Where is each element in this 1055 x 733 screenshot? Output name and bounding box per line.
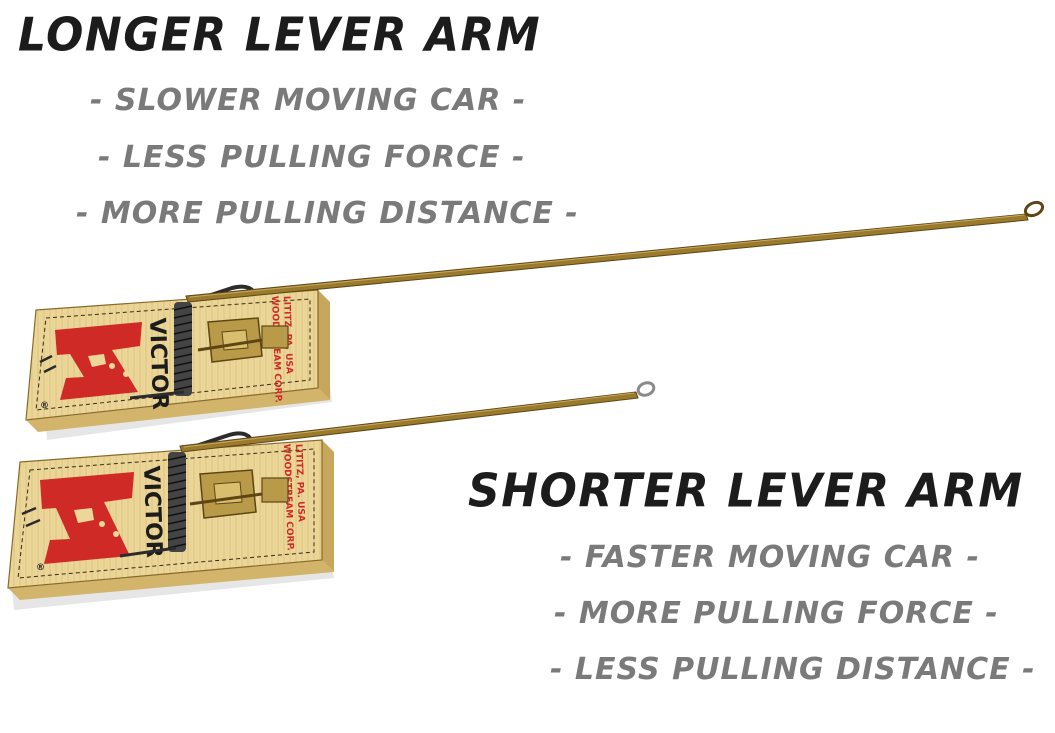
lower-snap-bar	[189, 431, 252, 450]
lower-brand-text: VICTOR	[138, 465, 166, 558]
lower-trap-end-face	[322, 440, 334, 572]
upper-hold-bar	[197, 338, 263, 352]
short-lever-highlight	[183, 392, 635, 448]
upper-registered-mark: ®	[40, 401, 49, 411]
longer-arm-point-speed: - SLOWER MOVING CAR -	[90, 83, 527, 118]
upper-mousetrap: VICTOR ® WOODSTREAM CORP. LITITZ, PA. US…	[25, 284, 332, 440]
lower-trap-border	[17, 448, 315, 579]
long-lever-eyelet	[1023, 200, 1045, 218]
lower-registered-mark: ®	[36, 563, 45, 573]
upper-spring-coils	[173, 305, 193, 391]
upper-trap-side-face	[26, 388, 330, 432]
long-lever-highlight	[189, 214, 1025, 298]
upper-logo-notch	[88, 354, 106, 367]
lower-catch-plate	[261, 477, 289, 503]
upper-trap-border	[35, 298, 311, 411]
longer-arm-point-force: - LESS PULLING FORCE -	[98, 140, 526, 175]
long-lever-arm	[185, 200, 1045, 303]
lower-logo-notch	[74, 508, 94, 523]
upper-catch-plate	[261, 325, 289, 349]
longer-arm-point-distance: - MORE PULLING DISTANCE -	[76, 196, 579, 231]
upper-logo-eye	[109, 363, 115, 369]
longer-arm-title: LONGER LEVER ARM	[18, 8, 542, 63]
upper-staple	[39, 354, 57, 374]
shorter-arm-title: SHORTER LEVER ARM	[468, 464, 1024, 519]
shorter-arm-point-force: - MORE PULLING FORCE -	[554, 596, 999, 631]
lower-staple	[21, 506, 41, 528]
short-lever-rod	[179, 391, 639, 453]
shorter-arm-point-speed: - FASTER MOVING CAR -	[560, 540, 980, 575]
lower-spring-leg	[119, 546, 177, 558]
lower-logo-eye	[99, 521, 105, 527]
upper-trap-end-face	[318, 290, 330, 400]
lower-logo-eye-2	[113, 531, 119, 537]
lower-trap-side-face	[8, 560, 334, 600]
lower-spring-coils	[167, 455, 187, 549]
lower-hold-bar	[189, 492, 263, 506]
upper-maker-text-1: WOODSTREAM CORP.	[269, 296, 283, 403]
lower-spring	[168, 452, 186, 552]
short-lever-arm	[179, 381, 656, 453]
upper-spring-leg	[129, 390, 185, 400]
shorter-arm-point-distance: - LESS PULLING DISTANCE -	[550, 652, 1036, 687]
lower-mousetrap: VICTOR ® WOODSTREAM CORP. LITITZ, PA. US…	[7, 431, 334, 610]
lower-maker-text-2: LITITZ, PA. USA	[293, 444, 306, 522]
short-lever-eyelet	[636, 381, 656, 397]
long-lever-rod	[185, 213, 1029, 303]
upper-logo-eye-2	[123, 371, 129, 377]
